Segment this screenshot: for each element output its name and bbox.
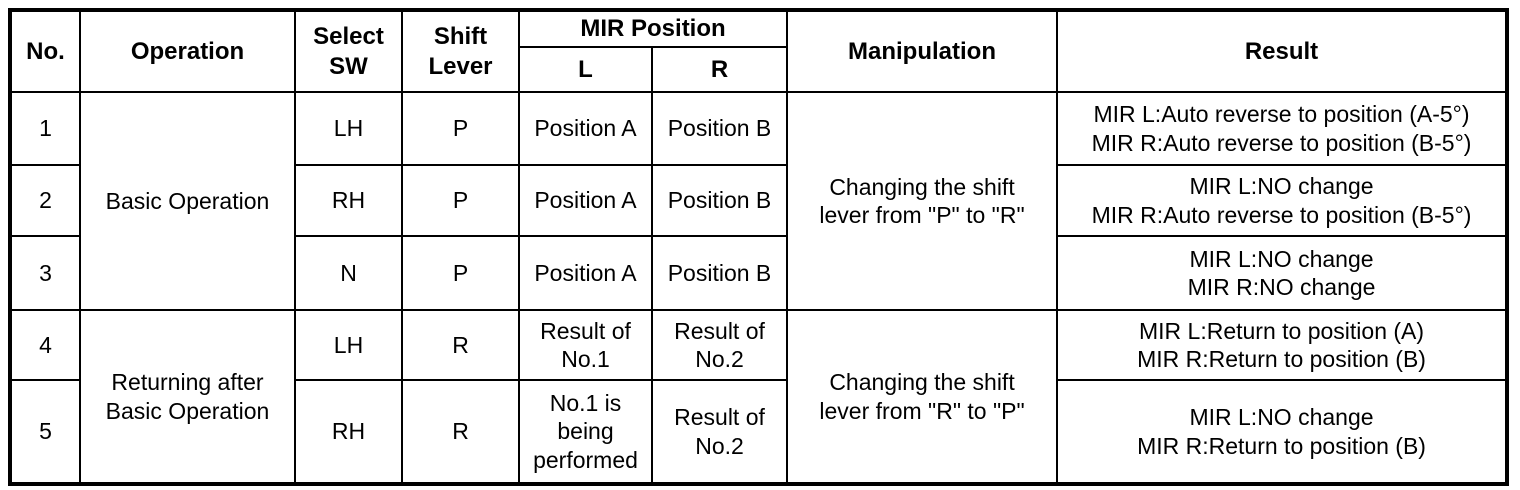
header-row-secondary: L R bbox=[10, 46, 1507, 93]
cell-mir-r: Position B bbox=[650, 91, 789, 166]
cell-result: MIR L:Auto reverse to position (A-5°) MI… bbox=[1056, 91, 1509, 166]
spec-table-container: No. Operation Select SW Shift Lever MIR … bbox=[8, 8, 1510, 486]
cell-result: MIR L:NO change MIR R:Auto reverse to po… bbox=[1056, 164, 1509, 237]
cell-shift-lever: P bbox=[401, 164, 520, 237]
cell-result: MIR L:NO change MIR R:Return to position… bbox=[1056, 379, 1509, 485]
cell-no: 3 bbox=[9, 235, 81, 311]
table-row: 4 Returning after Basic Operation LH R R… bbox=[9, 309, 1509, 485]
cell-select-sw: RH bbox=[294, 379, 403, 485]
cell-select-sw: LH bbox=[294, 309, 403, 381]
cell-shift-lever: P bbox=[401, 91, 520, 166]
table-row: 3 N P Position A Position B MIR L:NO cha… bbox=[9, 235, 1509, 311]
cell-manipulation-r-to-p: Changing the shift lever from "R" to "P" bbox=[786, 309, 1059, 485]
column-header-result: Result bbox=[1056, 9, 1509, 93]
cell-mir-l: Result of No.1 bbox=[518, 309, 653, 381]
table-row: 5 RH R No.1 is being performed Result of… bbox=[9, 379, 1509, 485]
cell-no: 5 bbox=[9, 379, 81, 485]
cell-no: 2 bbox=[9, 164, 81, 237]
cell-operation-group-basic: Basic Operation bbox=[79, 91, 296, 311]
cell-shift-lever: R bbox=[401, 309, 520, 381]
cell-mir-r: Position B bbox=[650, 235, 789, 311]
cell-mir-r: Position B bbox=[650, 164, 789, 237]
column-header-mir-r: R bbox=[650, 46, 789, 93]
cell-manipulation-p-to-r: Changing the shift lever from "P" to "R" bbox=[786, 91, 1059, 311]
cell-mir-l: Position A bbox=[518, 235, 653, 311]
table-header: No. Operation Select SW Shift Lever MIR … bbox=[9, 9, 1509, 93]
cell-result: MIR L:Return to position (A) MIR R:Retur… bbox=[1056, 309, 1509, 381]
cell-mir-r: Result of No.2 bbox=[650, 379, 789, 485]
header-row-primary: No. Operation Select SW Shift Lever MIR … bbox=[9, 9, 1509, 93]
column-header-operation: Operation bbox=[79, 9, 296, 93]
column-header-no: No. bbox=[9, 9, 81, 93]
cell-select-sw: RH bbox=[294, 164, 403, 237]
cell-shift-lever: R bbox=[401, 379, 520, 485]
column-header-mir-position: MIR Position bbox=[517, 9, 789, 48]
cell-mir-l: No.1 is being performed bbox=[518, 379, 653, 485]
column-header-mir-l: L bbox=[518, 46, 653, 93]
cell-shift-lever: P bbox=[401, 235, 520, 311]
cell-no: 1 bbox=[9, 91, 81, 166]
table-body: 1 Basic Operation LH P Position A Positi… bbox=[9, 91, 1509, 485]
column-header-select-sw: Select SW bbox=[294, 9, 403, 93]
cell-mir-l: Position A bbox=[518, 91, 653, 166]
cell-select-sw: LH bbox=[294, 91, 403, 166]
cell-no: 4 bbox=[9, 309, 81, 381]
table-row: 1 Basic Operation LH P Position A Positi… bbox=[9, 91, 1509, 311]
cell-result: MIR L:NO change MIR R:NO change bbox=[1056, 235, 1509, 311]
cell-mir-l: Position A bbox=[518, 164, 653, 237]
cell-mir-r: Result of No.2 bbox=[650, 309, 789, 381]
cell-select-sw: N bbox=[294, 235, 403, 311]
mir-position-operation-table: No. Operation Select SW Shift Lever MIR … bbox=[8, 8, 1510, 486]
column-header-manipulation: Manipulation bbox=[786, 9, 1059, 93]
column-header-shift-lever: Shift Lever bbox=[401, 9, 520, 93]
cell-operation-group-returning: Returning after Basic Operation bbox=[79, 309, 296, 485]
table-row: 2 RH P Position A Position B MIR L:NO ch… bbox=[9, 164, 1509, 237]
